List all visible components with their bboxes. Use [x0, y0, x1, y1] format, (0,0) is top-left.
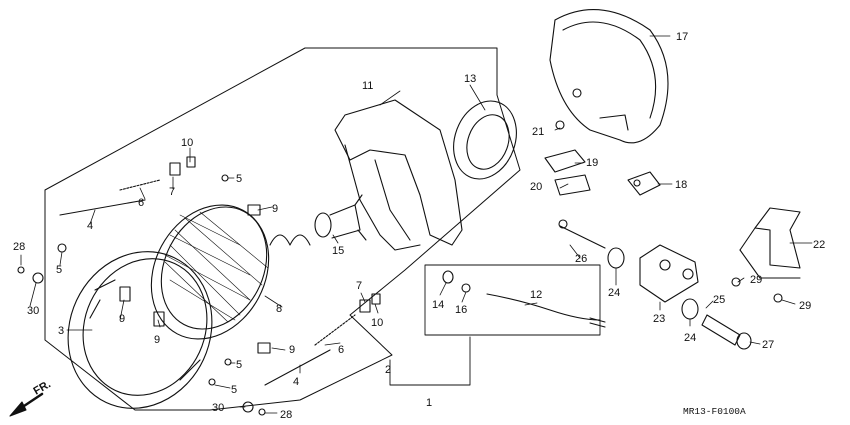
callout-27: 27 [762, 339, 774, 351]
callout-3: 3 [58, 325, 64, 337]
socket-wire [486, 293, 601, 321]
group-box-12-14-16 [424, 264, 601, 336]
clip-plates [544, 149, 591, 196]
callout-28-left: 28 [13, 241, 25, 253]
callout-5-upper: 5 [236, 173, 242, 185]
callout-9-lower: 9 [289, 344, 295, 356]
callout-7-upper: 7 [169, 186, 175, 198]
small-fasteners [17, 120, 783, 416]
callout-2: 2 [385, 364, 391, 376]
callout-24-lower: 24 [684, 332, 696, 344]
spring-6-upper [119, 179, 161, 191]
headlight-case [549, 9, 669, 144]
callout-26: 26 [575, 253, 587, 265]
callout-5-bottom: 5 [231, 384, 237, 396]
callout-5-lower: 5 [236, 359, 242, 371]
callout-11: 11 [362, 80, 373, 92]
callout-10-upper: 10 [181, 137, 193, 149]
spring-6-lower [314, 314, 356, 346]
headlight-ring [453, 100, 517, 180]
callout-5-left: 5 [56, 264, 62, 276]
front-direction-label: FR. [32, 378, 53, 397]
callout-10-lower: 10 [371, 317, 383, 329]
callout-15: 15 [332, 245, 344, 257]
bracket-22 [739, 207, 801, 279]
headlight-stay [334, 99, 463, 251]
callout-25: 25 [713, 294, 725, 306]
callout-28-bottom: 28 [280, 409, 292, 421]
bolt-26 [559, 225, 606, 249]
bolt-4-upper [59, 199, 146, 216]
callout-29-upper: 29 [750, 274, 762, 286]
callout-7-lower: 7 [356, 280, 362, 292]
callout-30-bottom: 30 [212, 402, 224, 414]
bolt-4-lower [264, 349, 331, 386]
headlight-bulb [269, 194, 367, 246]
callout-16: 16 [455, 304, 467, 316]
bushings [607, 247, 752, 350]
headlight-rim [67, 251, 213, 409]
callout-29-lower: 29 [799, 300, 811, 312]
leader-lines [20, 35, 813, 414]
callout-30-left: 30 [27, 305, 39, 317]
callout-20: 20 [530, 181, 542, 193]
front-direction-arrow-icon [9, 392, 44, 417]
callout-9-rim-left: 9 [119, 313, 125, 325]
callout-6-lower: 6 [338, 344, 344, 356]
callout-1: 1 [426, 397, 432, 409]
callout-23: 23 [653, 313, 665, 325]
callout-9-rim-right: 9 [154, 334, 160, 346]
headlight-lens-unit [150, 204, 270, 340]
callout-19: 19 [586, 157, 598, 169]
callout-14: 14 [432, 299, 444, 311]
callout-labels: 1 2 3 4 4 5 5 5 5 6 6 7 7 8 9 9 9 9 10 1… [13, 31, 825, 421]
assembly-boundary [44, 47, 521, 411]
callout-12: 12 [530, 289, 542, 301]
callout-4-lower: 4 [293, 376, 299, 388]
callout-9-upper: 9 [272, 203, 278, 215]
fixture-18 [627, 171, 661, 196]
callout-18: 18 [675, 179, 687, 191]
mount-bracket-23 [639, 244, 699, 303]
callout-6-upper: 6 [138, 197, 144, 209]
diagram-code: MR13-F0100A [683, 406, 746, 417]
callout-4-upper: 4 [87, 220, 93, 232]
callout-24-upper: 24 [608, 287, 620, 299]
callout-17: 17 [676, 31, 688, 43]
callout-8: 8 [276, 303, 282, 315]
callout-21: 21 [532, 126, 544, 138]
callout-13: 13 [464, 73, 476, 85]
callout-22: 22 [813, 239, 825, 251]
